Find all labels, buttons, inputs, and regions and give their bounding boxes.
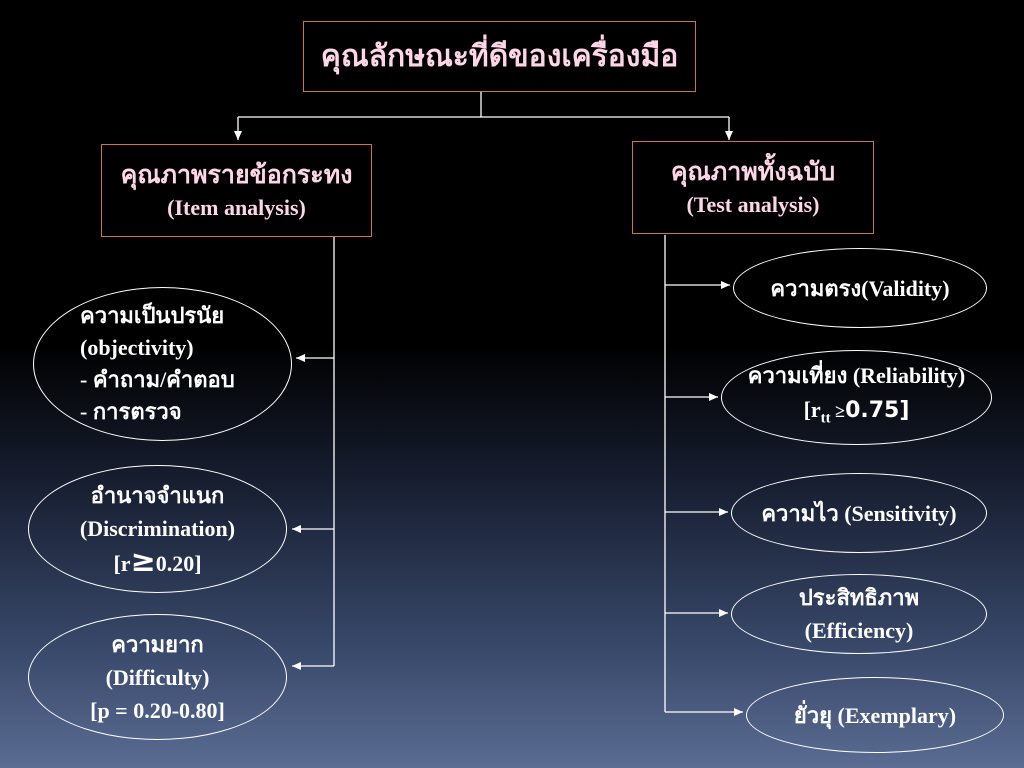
- root-box: คุณลักษณะที่ดีของเครื่องมือ: [303, 21, 696, 92]
- validity-label: ความตรง(Validity): [770, 275, 950, 301]
- test-analysis-box: คุณภาพทั้งฉบับ (Test analysis): [632, 141, 874, 234]
- discrimination-ellipse: อำนาจจำแนก (Discrimination) [r≥0.20]: [28, 465, 287, 593]
- discrimination-line-2: (Discrimination): [79, 515, 236, 541]
- objectivity-ellipse: ความเป็นปรนัย (objectivity) - คำถาม/คำตอ…: [33, 287, 292, 441]
- sensitivity-label: ความไว (Sensitivity): [761, 500, 957, 526]
- reliability-criterion-value: 0.75]: [845, 398, 910, 424]
- discrimination-criterion: [r≥0.20]: [113, 545, 201, 580]
- exemplary-ellipse: ยั่วยุ (Exemplary): [746, 677, 1004, 753]
- reliability-ellipse: ความเที่ยง (Reliability) [rtt ≥0.75]: [721, 350, 992, 445]
- efficiency-line-2: (Efficiency): [804, 618, 914, 643]
- sensitivity-ellipse: ความไว (Sensitivity): [731, 473, 987, 553]
- discrimination-criterion-value: 0.20]: [155, 550, 202, 576]
- item-analysis-subtitle: (Item analysis): [167, 194, 306, 220]
- difficulty-line-1: ความยาก: [111, 631, 204, 657]
- discrimination-criterion-symbol: ≥: [130, 543, 156, 579]
- difficulty-line-3: [p = 0.20-0.80]: [90, 697, 225, 723]
- reliability-criterion-open: [r: [803, 397, 821, 423]
- efficiency-line-1: ประสิทธิภาพ: [798, 585, 920, 610]
- objectivity-line-2: (objectivity): [80, 335, 194, 360]
- reliability-criterion-sub: tt: [820, 410, 831, 427]
- validity-ellipse: ความตรง(Validity): [733, 248, 987, 328]
- objectivity-line-4: - การตรวจ: [80, 399, 182, 424]
- discrimination-line-1: อำนาจจำแนก: [90, 482, 225, 508]
- reliability-criterion-symbol: ≥: [830, 401, 846, 422]
- exemplary-label: ยั่วยุ (Exemplary): [793, 702, 957, 728]
- difficulty-line-2: (Difficulty): [105, 664, 210, 690]
- test-analysis-title: คุณภาพทั้งฉบับ: [670, 158, 836, 186]
- item-analysis-title: คุณภาพรายข้อกระทง: [120, 161, 353, 189]
- discrimination-criterion-open: [r: [113, 550, 131, 576]
- reliability-label: ความเที่ยง (Reliability): [747, 363, 966, 389]
- objectivity-line-3: - คำถาม/คำตอบ: [80, 367, 235, 392]
- difficulty-ellipse: ความยาก (Difficulty) [p = 0.20-0.80]: [28, 614, 287, 740]
- efficiency-ellipse: ประสิทธิภาพ (Efficiency): [731, 574, 987, 654]
- root-title: คุณลักษณะที่ดีของเครื่องมือ: [320, 40, 679, 73]
- reliability-criterion: [rtt ≥0.75]: [804, 393, 910, 435]
- test-analysis-subtitle: (Test analysis): [686, 191, 820, 217]
- objectivity-line-1: ความเป็นปรนัย: [80, 303, 225, 328]
- item-analysis-box: คุณภาพรายข้อกระทง (Item analysis): [101, 144, 372, 237]
